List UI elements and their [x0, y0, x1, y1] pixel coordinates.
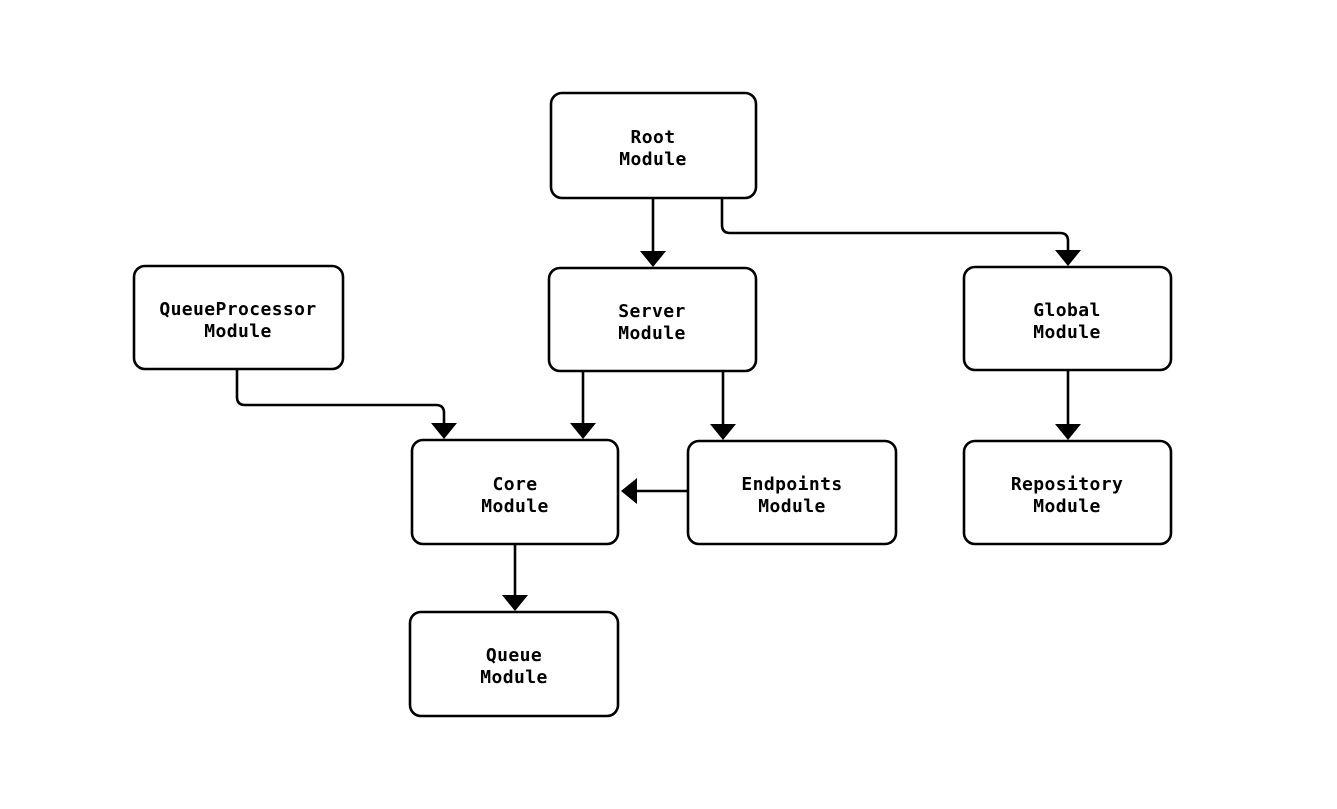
node-queueprocessor-module-label-line1: QueueProcessor	[159, 299, 316, 320]
edge-global-to-repository-arrowhead	[1055, 424, 1081, 440]
node-core-module: Core Module	[410, 438, 620, 546]
node-server-module-box	[547, 266, 758, 373]
node-global-module-box	[962, 265, 1173, 372]
edge-global-to-repository	[1055, 370, 1081, 440]
node-global-module: Global Module	[962, 265, 1173, 372]
node-queueprocessor-module-label-line2: Module	[204, 321, 271, 342]
node-global-module-label-line1: Global	[1033, 300, 1100, 321]
node-global-module-label-line2: Module	[1033, 322, 1100, 343]
node-endpoints-module-label-line1: Endpoints	[741, 474, 842, 495]
node-core-module-label-line2: Module	[481, 496, 548, 517]
edge-endpoints-to-core-arrowhead	[621, 478, 637, 504]
edge-server-to-endpoints	[710, 371, 736, 440]
node-queue-module-label-line2: Module	[480, 667, 547, 688]
node-root-module: Root Module	[549, 91, 758, 200]
edge-server-to-core	[570, 371, 596, 439]
node-core-module-label-line1: Core	[493, 474, 538, 495]
edge-root-to-global	[720, 198, 1081, 266]
node-queue-module-box	[408, 610, 620, 718]
edge-root-to-server-arrowhead	[640, 251, 666, 267]
node-endpoints-module-box	[686, 439, 898, 546]
node-endpoints-module-label-line2: Module	[758, 496, 825, 517]
node-core-module-box	[410, 438, 620, 546]
edge-line	[720, 198, 1070, 252]
edge-queueprocessor-to-core-arrowhead	[431, 423, 457, 439]
node-root-module-box	[549, 91, 758, 200]
edge-root-to-server	[640, 198, 666, 267]
edge-queueprocessor-to-core	[235, 369, 457, 439]
edge-root-to-global-arrowhead	[1055, 250, 1081, 266]
edge-server-to-endpoints-arrowhead	[710, 424, 736, 440]
node-server-module: Server Module	[547, 266, 758, 373]
node-repository-module-box	[962, 439, 1173, 546]
node-queue-module-label-line1: Queue	[486, 645, 542, 666]
edge-server-to-core-arrowhead	[570, 423, 596, 439]
node-root-module-label-line2: Module	[619, 149, 686, 170]
node-repository-module: Repository Module	[962, 439, 1173, 546]
node-root-module-label-line1: Root	[631, 127, 676, 148]
node-endpoints-module: Endpoints Module	[686, 439, 898, 546]
edge-core-to-queue-arrowhead	[502, 595, 528, 611]
edge-core-to-queue	[502, 544, 528, 611]
node-queueprocessor-module: QueueProcessor Module	[132, 264, 345, 371]
node-server-module-label-line1: Server	[618, 301, 685, 322]
node-server-module-label-line2: Module	[618, 323, 685, 344]
edge-endpoints-to-core	[621, 478, 688, 504]
edge-line	[235, 369, 446, 425]
node-repository-module-label-line2: Module	[1033, 496, 1100, 517]
node-repository-module-label-line1: Repository	[1011, 474, 1123, 495]
node-queue-module: Queue Module	[408, 610, 620, 718]
node-queueprocessor-module-box	[132, 264, 345, 371]
